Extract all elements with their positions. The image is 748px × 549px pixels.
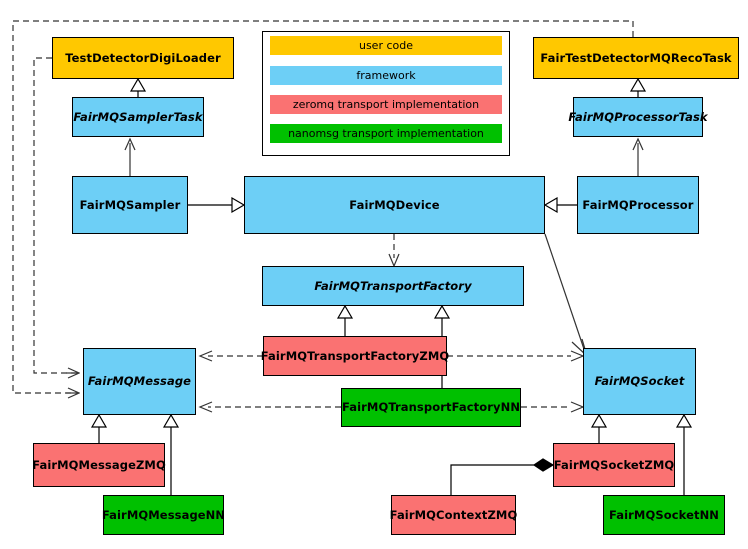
edge-processor-to-device bbox=[543, 196, 577, 214]
class-box-fair-test-detector-mq-reco-task[interactable]: FairTestDetectorMQRecoTask bbox=[533, 37, 739, 79]
class-box-test-detector-digi-loader[interactable]: TestDetectorDigiLoader bbox=[52, 37, 234, 79]
class-box-fairmq-message-zmq[interactable]: FairMQMessageZMQ bbox=[32, 443, 166, 487]
edge-socket-zmq-to-socket bbox=[590, 413, 608, 443]
edge-reco-task-to-message bbox=[33, 57, 76, 374]
legend-item-zeromq: zeromq transport implementation bbox=[270, 95, 502, 114]
class-box-fairmq-device[interactable]: FairMQDevice bbox=[244, 176, 545, 234]
legend-item-user-code: user code bbox=[270, 36, 502, 55]
edge-message-nn-to-message bbox=[162, 413, 180, 495]
edge-processor-task-to-reco-task bbox=[629, 77, 647, 97]
edge-sampler-to-device bbox=[188, 196, 246, 214]
edge-message-zmq-to-message bbox=[90, 413, 108, 443]
edge-factory-nn-to-message bbox=[198, 401, 341, 413]
edge-factory-zmq-to-message bbox=[198, 350, 263, 362]
edge-factory-zmq-to-factory bbox=[336, 304, 354, 336]
edge-device-to-socket bbox=[544, 233, 589, 358]
edge-sampler-task-to-digi-loader bbox=[129, 77, 147, 97]
class-box-fairmq-processor-task[interactable]: FairMQProcessorTask bbox=[568, 97, 708, 137]
class-box-fairmq-transport-factory-zmq[interactable]: FairMQTransportFactoryZMQ bbox=[261, 336, 449, 376]
class-box-fairmq-message-nn[interactable]: FairMQMessageNN bbox=[102, 495, 225, 535]
edge-digi-loader-to-message bbox=[12, 20, 634, 394]
class-box-fairmq-transport-factory[interactable]: FairMQTransportFactory bbox=[262, 266, 524, 306]
legend-item-framework: framework bbox=[270, 66, 502, 85]
class-box-fairmq-socket-zmq[interactable]: FairMQSocketZMQ bbox=[553, 443, 675, 487]
class-box-fairmq-message[interactable]: FairMQMessage bbox=[83, 348, 196, 415]
class-box-fairmq-transport-factory-nn[interactable]: FairMQTransportFactoryNN bbox=[341, 388, 521, 427]
edge-factory-zmq-to-socket bbox=[447, 350, 585, 362]
edge-factory-nn-to-socket bbox=[521, 401, 585, 413]
legend-item-nanomsg: nanomsg transport implementation bbox=[270, 124, 502, 143]
edge-processor-to-processor-task bbox=[632, 137, 644, 176]
edge-socket-nn-to-socket bbox=[675, 413, 693, 495]
class-box-fairmq-sampler[interactable]: FairMQSampler bbox=[72, 176, 188, 234]
class-box-fairmq-sampler-task[interactable]: FairMQSamplerTask bbox=[72, 97, 204, 137]
edge-sampler-to-sampler-task bbox=[124, 137, 136, 176]
class-box-fairmq-processor[interactable]: FairMQProcessor bbox=[577, 176, 699, 234]
class-box-fairmq-socket-nn[interactable]: FairMQSocketNN bbox=[603, 495, 725, 535]
edge-context-zmq-to-socket-zmq bbox=[450, 458, 555, 495]
class-box-fairmq-context-zmq[interactable]: FairMQContextZMQ bbox=[390, 495, 517, 535]
edge-device-to-transport-factory bbox=[388, 234, 400, 268]
class-box-fairmq-socket[interactable]: FairMQSocket bbox=[583, 348, 696, 415]
